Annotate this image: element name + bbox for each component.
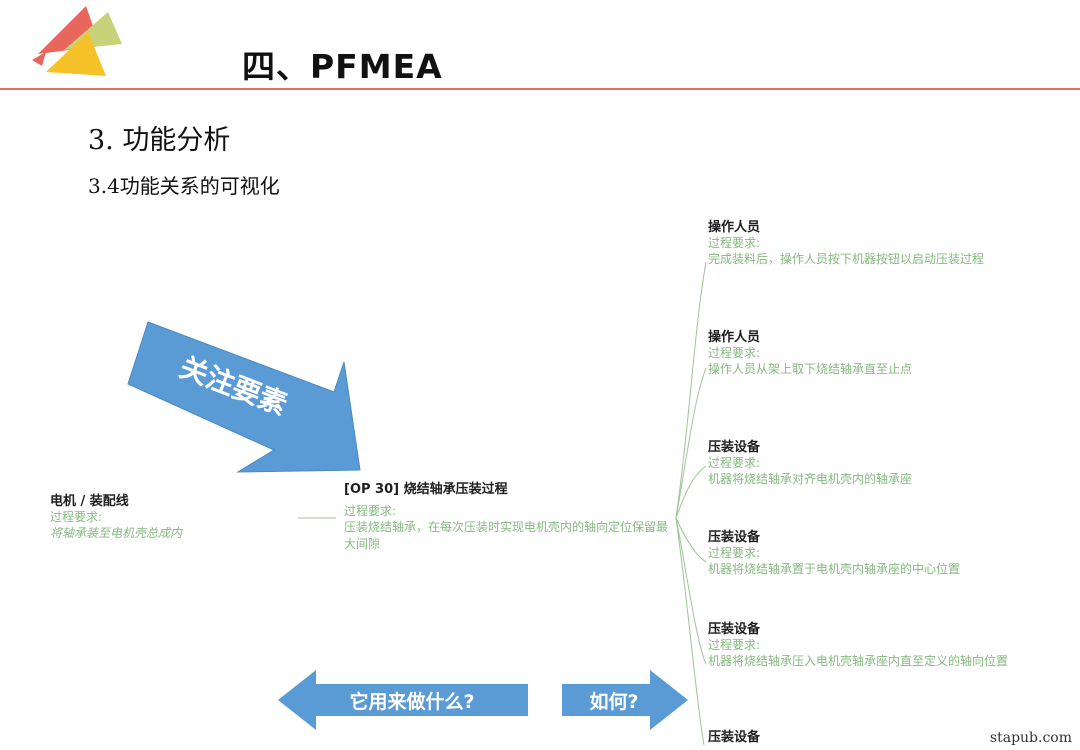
triangle-logo-icon: [32, 6, 122, 76]
right-node: 操作人员 过程要求: 完成装料后，操作人员按下机器按钮以启动压装过程: [708, 216, 1038, 268]
right-node-text: 机器将烧结轴承压入电机壳轴承座内直至定义的轴向位置: [708, 654, 1009, 668]
page-title: 四、PFMEA: [242, 47, 443, 86]
right-node: 压装设备 过程要求: 机器将烧结轴承置于电机壳内轴承座的中心位置: [708, 526, 1038, 578]
right-node: 压装设备: [708, 726, 1038, 745]
subsection-heading: 3.4功能关系的可视化: [88, 174, 280, 198]
how-arrow-label: 如何?: [589, 690, 638, 713]
right-node-text: 操作人员从架上取下烧结轴承直至止点: [708, 362, 913, 376]
right-node-label: 过程要求:: [708, 546, 761, 560]
left-node: 电机 / 装配线 过程要求: 将轴承装至电机壳总成内: [50, 490, 290, 542]
what-arrow: 它用来做什么?: [278, 670, 528, 730]
focus-arrow: 关注要素: [127, 321, 361, 473]
right-node: 压装设备 过程要求: 机器将烧结轴承压入电机壳轴承座内直至定义的轴向位置: [708, 618, 1038, 670]
right-node-title: 压装设备: [708, 440, 761, 455]
watermark: stapub.com: [989, 730, 1072, 746]
right-node-title: 压装设备: [708, 622, 761, 637]
right-node-label: 过程要求:: [708, 236, 761, 250]
left-node-title: 电机 / 装配线: [50, 494, 129, 509]
left-node-text: 将轴承装至电机壳总成内: [50, 526, 183, 540]
center-node: [OP 30] 烧结轴承压装过程 过程要求: 压装烧结轴承，在每次压装时实现电机…: [344, 478, 670, 553]
center-node-label: 过程要求:: [344, 504, 397, 518]
right-node-title: 操作人员: [708, 330, 761, 345]
header-divider: [0, 88, 1080, 90]
left-node-label: 过程要求:: [50, 510, 103, 524]
right-node-title: 压装设备: [708, 730, 761, 745]
section-heading: 3. 功能分析: [88, 125, 231, 156]
right-node: 操作人员 过程要求: 操作人员从架上取下烧结轴承直至止点: [708, 326, 1038, 378]
right-node-label: 过程要求:: [708, 638, 761, 652]
center-node-title: [OP 30] 烧结轴承压装过程: [344, 482, 508, 497]
right-node: 压装设备 过程要求: 机器将烧结轴承对齐电机壳内的轴承座: [708, 436, 1038, 488]
right-node-label: 过程要求:: [708, 456, 761, 470]
branch-lines: [675, 261, 707, 746]
right-node-title: 操作人员: [708, 220, 761, 235]
what-arrow-label: 它用来做什么?: [349, 690, 474, 713]
right-node-text: 机器将烧结轴承置于电机壳内轴承座的中心位置: [708, 562, 961, 576]
right-node-text: 完成装料后，操作人员按下机器按钮以启动压装过程: [708, 252, 985, 266]
right-node-text: 机器将烧结轴承对齐电机壳内的轴承座: [708, 472, 913, 486]
center-node-text: 压装烧结轴承，在每次压装时实现电机壳内的轴向定位保留最大间隙: [344, 520, 669, 551]
right-node-title: 压装设备: [708, 530, 761, 545]
right-node-label: 过程要求:: [708, 346, 761, 360]
how-arrow: 如何?: [562, 670, 688, 730]
